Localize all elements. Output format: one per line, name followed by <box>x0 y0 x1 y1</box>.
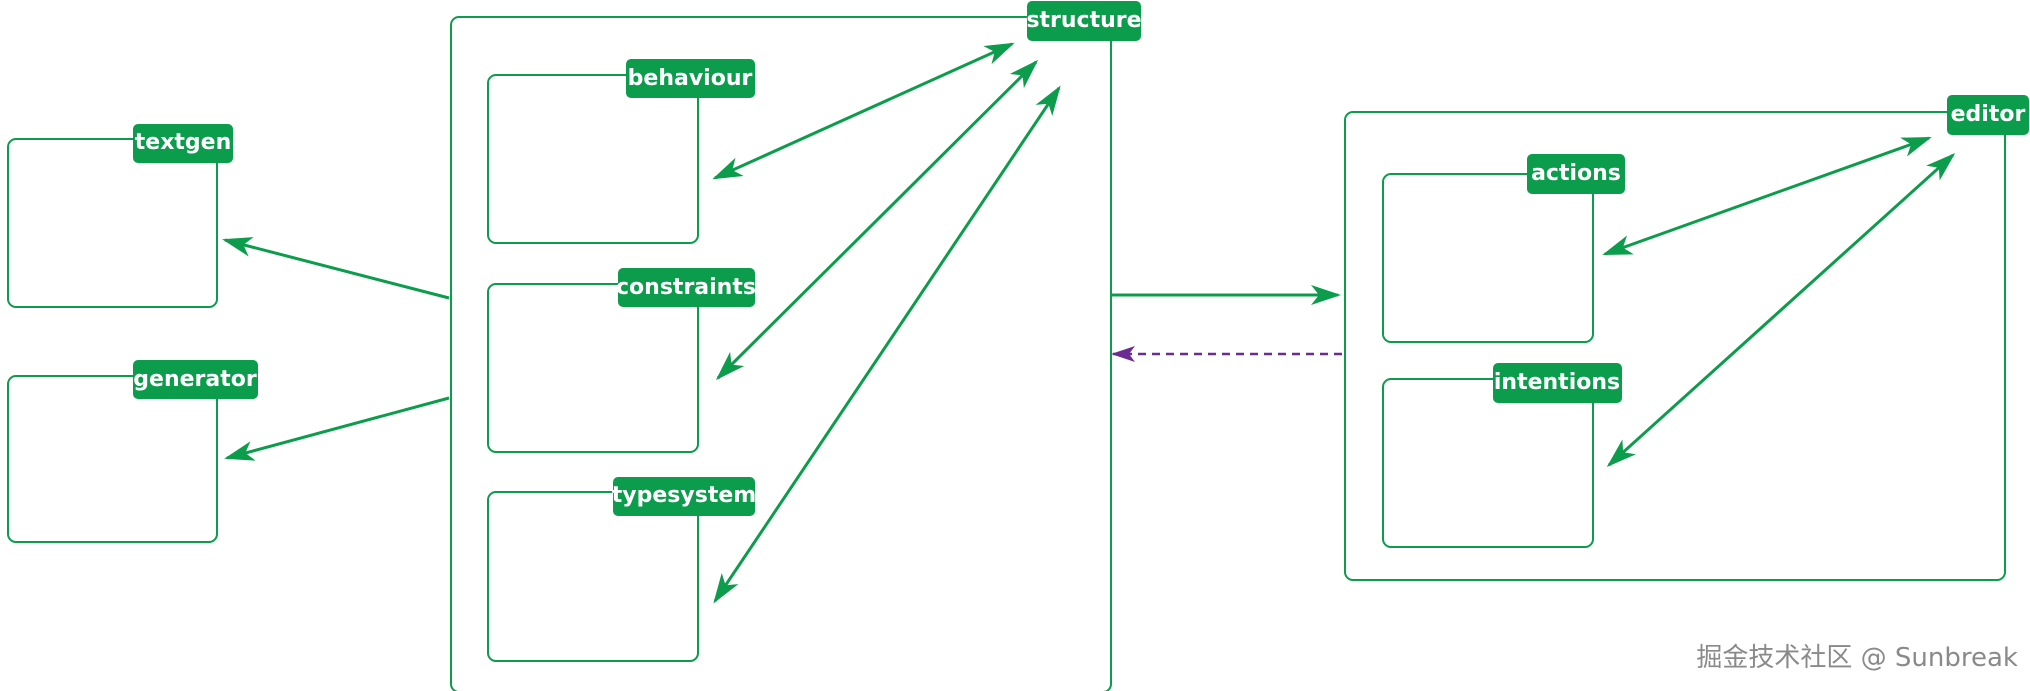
actions-box <box>1382 173 1594 343</box>
edge-structure-typesystem <box>713 85 1061 604</box>
constraints-box <box>487 283 699 453</box>
generator-box <box>7 375 218 543</box>
structure-label: structure <box>1026 8 1141 33</box>
structure-tag: structure <box>1026 1 1142 41</box>
actions-label-bg <box>1527 154 1625 194</box>
structure-label-bg <box>1027 1 1141 41</box>
node-actions: actions <box>1382 154 1625 343</box>
typesystem-box <box>487 491 699 662</box>
node-textgen: textgen <box>7 124 233 308</box>
node-intentions: intentions <box>1382 363 1622 548</box>
intentions-box <box>1382 378 1594 548</box>
node-generator: generator <box>7 360 258 543</box>
generator-label-bg <box>133 360 258 399</box>
behaviour-label: behaviour <box>628 66 753 91</box>
edge-structure-generator <box>224 396 450 461</box>
watermark-text: 掘金技术社区 @ Sunbreak <box>1696 643 2018 673</box>
generator-label: generator <box>133 367 257 392</box>
editor-label-bg <box>1947 95 2029 135</box>
editor-label: editor <box>1951 102 2026 127</box>
constraints-label: constraints <box>616 275 756 300</box>
editor-tag: editor <box>1947 95 2029 135</box>
textgen-label: textgen <box>135 130 231 155</box>
actions-label: actions <box>1531 161 1621 186</box>
edges <box>222 42 1956 604</box>
edge-editor-intentions <box>1606 152 1956 468</box>
intentions-label-bg <box>1493 363 1622 403</box>
behaviour-box <box>487 74 699 244</box>
textgen-box <box>7 138 218 308</box>
intentions-label: intentions <box>1494 370 1620 395</box>
edge-structure-textgen <box>222 237 450 300</box>
typesystem-label: typesystem <box>612 483 756 508</box>
textgen-label-bg <box>133 124 233 163</box>
